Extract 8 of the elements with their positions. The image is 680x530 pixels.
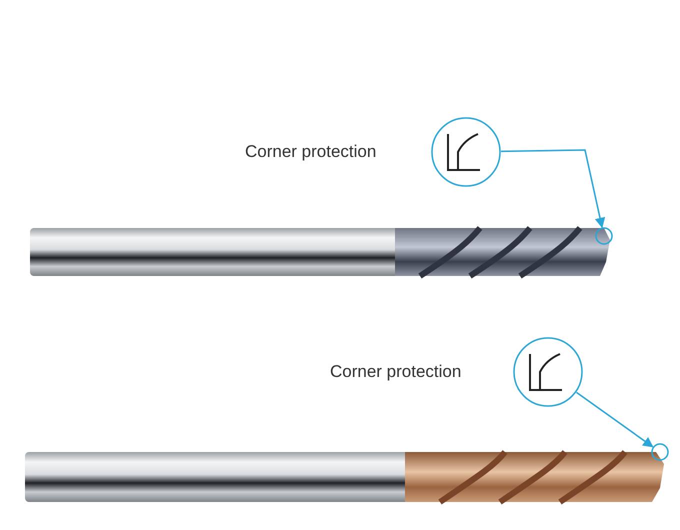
corner-marker-circle: [595, 227, 613, 245]
callout-label: Corner protection: [330, 362, 462, 382]
callout-label: Corner protection: [245, 142, 376, 162]
leader-arrow: [500, 149, 606, 228]
detail-circle: [431, 117, 501, 187]
corner-marker-circle: [651, 443, 669, 461]
leader-arrow: [576, 392, 654, 448]
detail-circle: [513, 337, 583, 407]
